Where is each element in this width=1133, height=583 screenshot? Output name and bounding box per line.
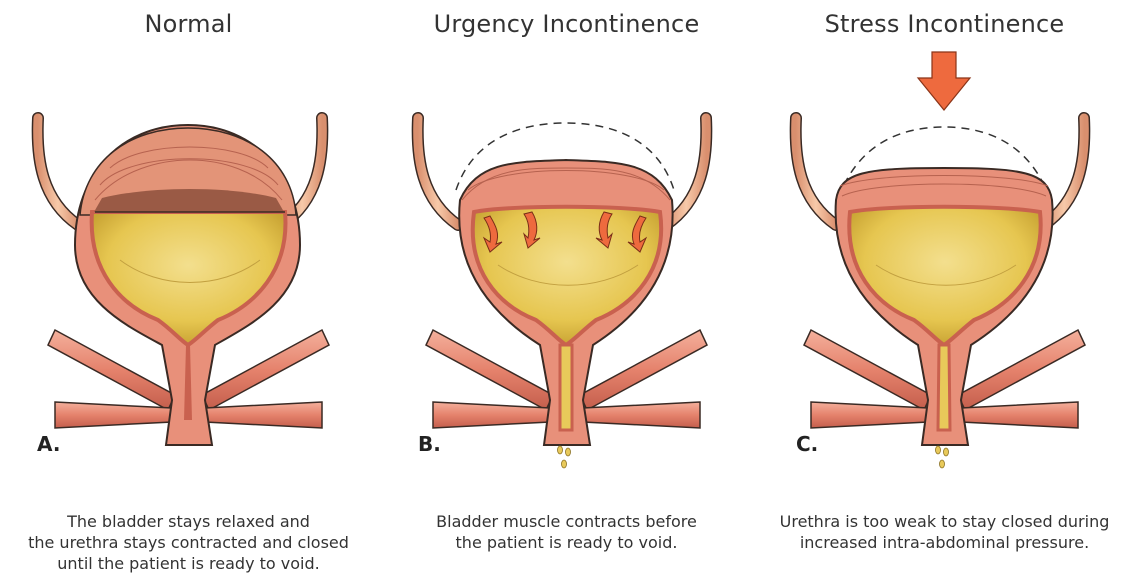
panel-letter: A. bbox=[37, 432, 60, 456]
panel-letter: C. bbox=[796, 432, 818, 456]
urgency-bladder-illustration bbox=[378, 40, 755, 480]
urine bbox=[92, 212, 286, 345]
stress-bladder-illustration bbox=[756, 40, 1133, 480]
panel-caption: Bladder muscle contracts before the pati… bbox=[378, 511, 755, 553]
panel-title: Normal bbox=[0, 10, 377, 38]
caption-line: increased intra-abdominal pressure. bbox=[756, 532, 1133, 553]
panel-caption: The bladder stays relaxed and the urethr… bbox=[0, 511, 377, 574]
caption-line: until the patient is ready to void. bbox=[0, 553, 377, 574]
panel-caption: Urethra is too weak to stay closed durin… bbox=[756, 511, 1133, 553]
panel-urgency-incontinence: Urgency Incontinence bbox=[378, 0, 755, 583]
pressure-arrow-icon bbox=[918, 52, 970, 110]
caption-line: Bladder muscle contracts before bbox=[378, 511, 755, 532]
caption-line: the urethra stays contracted and closed bbox=[0, 532, 377, 553]
panel-stress-incontinence: Stress Incontinence C. bbox=[756, 0, 1133, 583]
panel-title: Urgency Incontinence bbox=[378, 10, 755, 38]
panel-title: Stress Incontinence bbox=[756, 10, 1133, 38]
caption-line: The bladder stays relaxed and bbox=[0, 511, 377, 532]
panel-letter: B. bbox=[418, 432, 441, 456]
panel-normal: Normal A. The bladder stays relaxed and … bbox=[0, 0, 377, 583]
urine-leak-drops bbox=[558, 446, 571, 468]
normal-bladder-illustration bbox=[0, 40, 377, 480]
urethra-open bbox=[560, 345, 572, 430]
caption-line: the patient is ready to void. bbox=[378, 532, 755, 553]
caption-line: Urethra is too weak to stay closed durin… bbox=[756, 511, 1133, 532]
